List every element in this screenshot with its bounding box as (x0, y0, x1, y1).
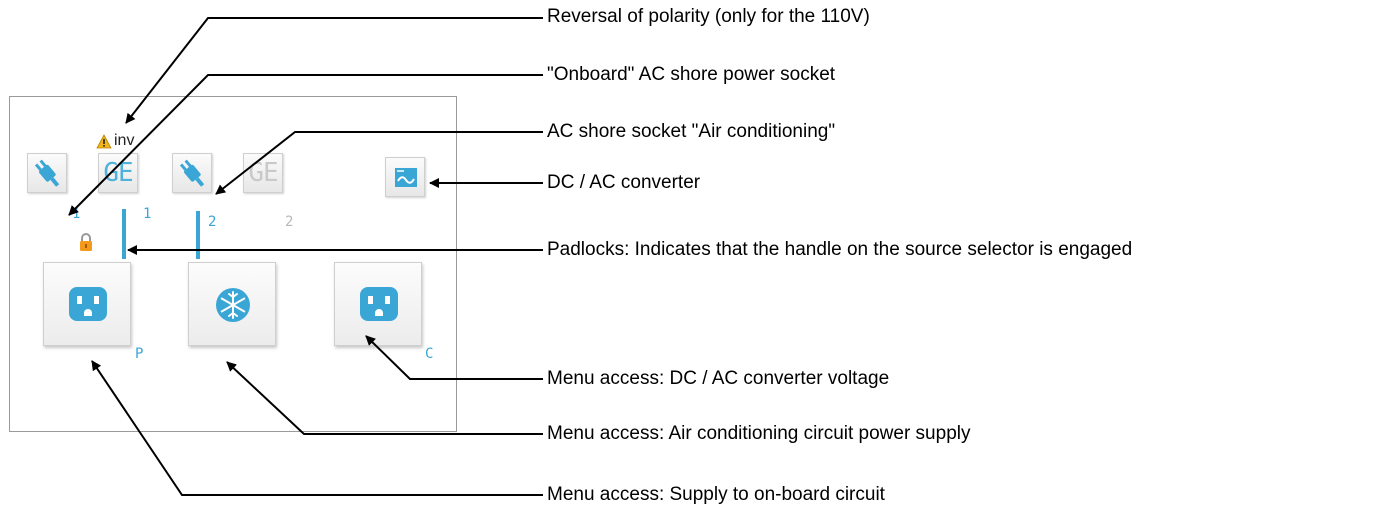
shore-power-aircon-button[interactable] (172, 153, 212, 193)
annotation-onboard-socket: "Onboard" AC shore power socket (547, 64, 836, 85)
source-1-number: 1 (72, 206, 81, 222)
source-2-number: 2 (208, 214, 217, 230)
source-1-number-dim: 1 (143, 206, 152, 222)
source-2-number-dim: 2 (285, 214, 294, 230)
warning-icon (96, 133, 112, 148)
annotation-polarity: Reversal of polarity (only for the 110V) (547, 6, 870, 27)
generator-icon: GE (248, 158, 278, 188)
generator-1-button[interactable]: GE (98, 153, 138, 193)
annotation-onboard-circuit: Menu access: Supply to on-board circuit (547, 484, 885, 505)
outlet-icon (69, 287, 107, 321)
inv-label: inv (114, 132, 135, 149)
circuit-p-letter: P (135, 346, 144, 362)
converter-voltage-menu-button[interactable] (334, 262, 422, 346)
connection-bar-aircon (196, 211, 200, 259)
padlock-icon (80, 233, 92, 251)
connection-bar-onboard (122, 209, 126, 259)
annotation-aircon-circuit: Menu access: Air conditioning circuit po… (547, 423, 971, 444)
snowflake-icon (216, 288, 250, 322)
generator-icon: GE (103, 158, 133, 188)
circuit-c-letter: C (425, 346, 434, 362)
onboard-circuit-menu-button[interactable] (43, 262, 131, 346)
annotation-converter-voltage: Menu access: DC / AC converter voltage (547, 368, 890, 389)
shore-power-onboard-button[interactable] (27, 153, 67, 193)
annotation-converter: DC / AC converter (547, 172, 701, 193)
aircon-circuit-menu-button[interactable] (188, 262, 276, 346)
generator-2-button[interactable]: GE (243, 153, 283, 193)
polarity-warning: inv (96, 132, 134, 150)
plug-icon (179, 159, 205, 187)
plug-icon (34, 159, 60, 187)
dc-ac-converter-button[interactable] (385, 157, 425, 197)
outlet-icon (360, 287, 398, 321)
converter-icon (395, 168, 417, 187)
annotation-aircon-socket: AC shore socket "Air conditioning" (547, 121, 836, 142)
annotation-padlocks: Padlocks: Indicates that the handle on t… (547, 239, 1133, 260)
